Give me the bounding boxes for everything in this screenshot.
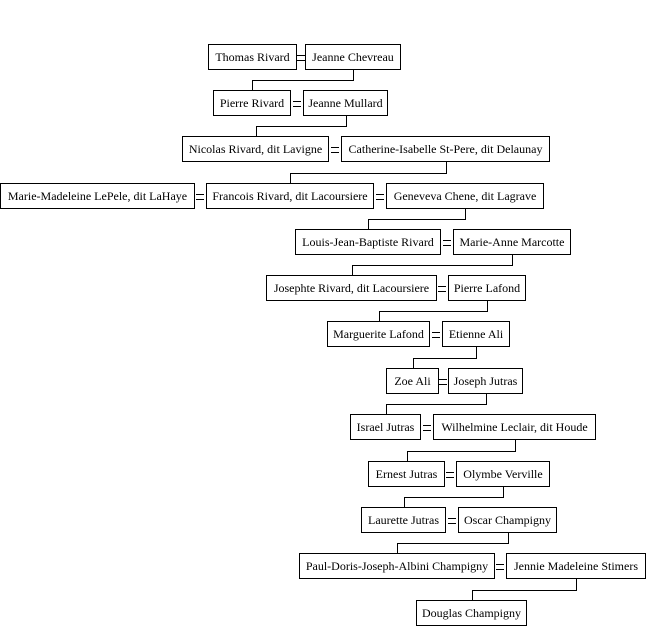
descent-line <box>503 487 504 497</box>
person-box: Etienne Ali <box>442 321 510 347</box>
marriage-symbol <box>423 425 431 431</box>
descent-line <box>290 173 291 183</box>
person-box: Geneveva Chene, dit Lagrave <box>386 183 544 209</box>
person-box: Marguerite Lafond <box>327 321 430 347</box>
person-box: Louis-Jean-Baptiste Rivard <box>295 229 441 255</box>
person-box: Ernest Jutras <box>368 461 445 487</box>
person-box: Pierre Rivard <box>213 90 291 116</box>
person-box: Pierre Lafond <box>448 275 526 301</box>
person-box: Marie-Madeleine LePele, dit LaHaye <box>0 183 195 209</box>
marriage-symbol <box>376 194 384 200</box>
descent-line <box>407 451 516 452</box>
descent-line <box>465 209 466 219</box>
descent-line <box>446 162 447 173</box>
marriage-symbol <box>438 286 446 292</box>
descent-line <box>486 394 487 404</box>
marriage-symbol <box>196 194 204 200</box>
person-box: Paul-Doris-Joseph-Albini Champigny <box>299 553 495 579</box>
descent-line <box>472 590 577 591</box>
descent-line <box>352 265 353 275</box>
person-box: Jeanne Chevreau <box>305 44 401 70</box>
descent-line <box>404 497 504 498</box>
descent-line <box>252 80 253 90</box>
descent-line <box>346 116 347 126</box>
marriage-symbol <box>448 518 456 524</box>
marriage-symbol <box>443 240 451 246</box>
descent-line <box>397 543 509 544</box>
person-box: Olymbe Verville <box>456 461 550 487</box>
person-box: Josephte Rivard, dit Lacoursiere <box>266 275 437 301</box>
descent-line <box>512 255 513 265</box>
descent-line <box>386 404 387 414</box>
marriage-symbol <box>297 55 305 61</box>
descent-line <box>352 265 513 266</box>
descent-line <box>476 347 477 358</box>
descent-line <box>379 311 380 321</box>
descent-line <box>472 590 473 600</box>
person-box: Laurette Jutras <box>361 507 446 533</box>
person-box: Jeanne Mullard <box>303 90 388 116</box>
descent-line <box>508 533 509 543</box>
descent-line <box>252 80 354 81</box>
person-box: Catherine-Isabelle St-Pere, dit Delaunay <box>341 136 550 162</box>
person-box: Wilhelmine Leclair, dit Houde <box>433 414 596 440</box>
person-box: Israel Jutras <box>350 414 421 440</box>
descent-line <box>386 404 487 405</box>
descent-line <box>256 126 257 136</box>
descent-line <box>397 543 398 553</box>
descent-line <box>368 219 369 229</box>
descent-line <box>515 440 516 451</box>
person-box: Oscar Champigny <box>458 507 557 533</box>
person-box: Nicolas Rivard, dit Lavigne <box>182 136 329 162</box>
marriage-symbol <box>439 379 447 385</box>
marriage-symbol <box>496 564 504 570</box>
descent-line <box>413 358 477 359</box>
descent-line <box>413 358 414 368</box>
marriage-symbol <box>432 332 440 338</box>
descent-line <box>407 451 408 461</box>
descent-line <box>368 219 466 220</box>
person-box: Douglas Champigny <box>416 600 527 626</box>
person-box: Thomas Rivard <box>208 44 297 70</box>
marriage-symbol <box>446 472 454 478</box>
person-box: Zoe Ali <box>386 368 439 394</box>
person-box: Jennie Madeleine Stimers <box>506 553 646 579</box>
descent-line <box>487 301 488 311</box>
descent-line <box>379 311 488 312</box>
person-box: Marie-Anne Marcotte <box>453 229 571 255</box>
descent-line <box>576 579 577 590</box>
person-box: Francois Rivard, dit Lacoursiere <box>206 183 374 209</box>
person-box: Joseph Jutras <box>448 368 523 394</box>
descent-line <box>290 173 447 174</box>
marriage-symbol <box>293 101 301 107</box>
descent-line <box>404 497 405 507</box>
marriage-symbol <box>331 147 339 153</box>
descent-line <box>353 70 354 80</box>
descent-line <box>256 126 347 127</box>
